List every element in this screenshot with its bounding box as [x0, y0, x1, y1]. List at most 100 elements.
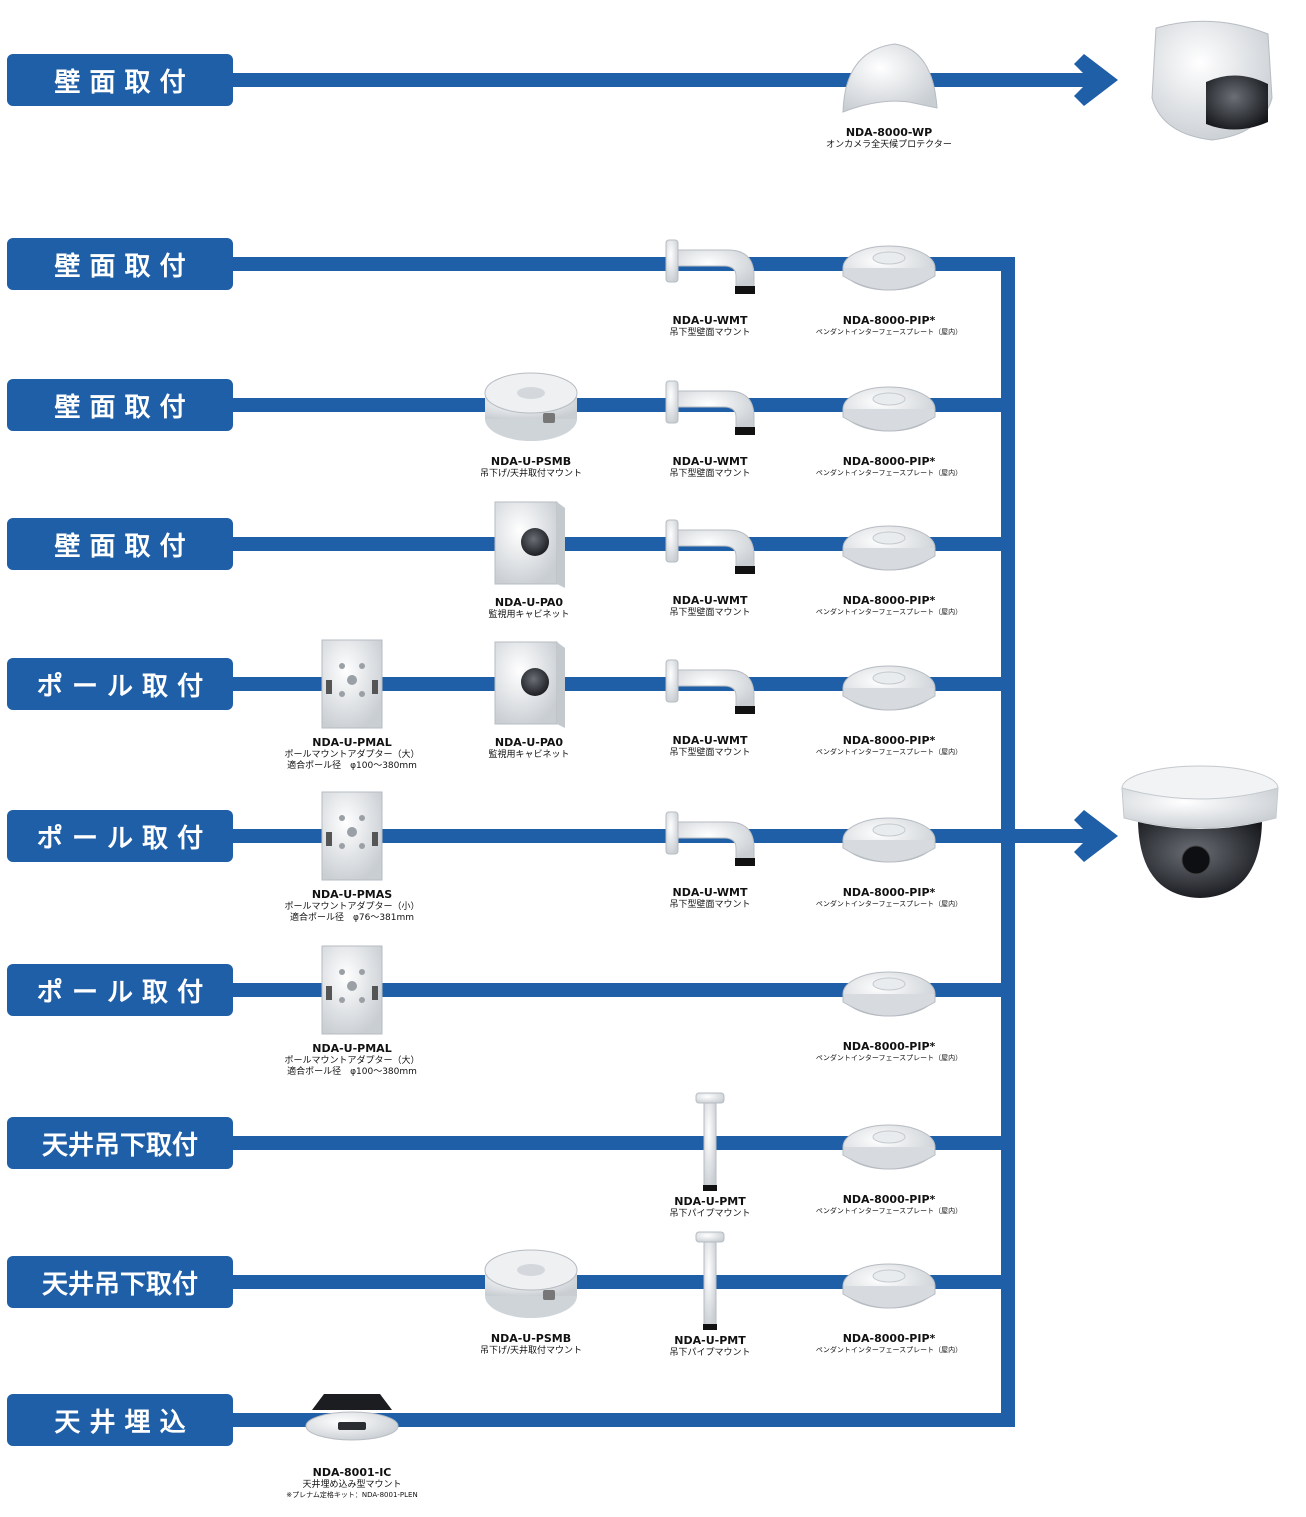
pmal-image [321, 945, 383, 1035]
connector-line [230, 1136, 1015, 1150]
product-note: 適合ポール径 φ100～380mm [287, 1067, 417, 1077]
product-model: NDA-8000-PIP* [842, 886, 936, 899]
product-description: ポールマウントアダプター（小） [284, 901, 420, 912]
mount-type-label: ポ ー ル 取 付 [7, 658, 233, 710]
product-description: ペンダントインターフェースプレート（屋内） [815, 1345, 963, 1354]
pa0-image [494, 641, 565, 728]
pip-image [842, 665, 936, 711]
pip-image [842, 386, 936, 432]
wp-image [842, 43, 938, 113]
connector-line [230, 257, 1015, 271]
mount-type-label: 天井吊下取付 [7, 1117, 233, 1169]
product-description: ペンダントインターフェースプレート（屋内） [815, 607, 963, 616]
mount-type-label: 壁 面 取 付 [7, 518, 233, 570]
psmb-image [484, 1249, 578, 1318]
arrow-head [1074, 54, 1118, 106]
mount-type-label: 天 井 埋 込 [7, 1394, 233, 1446]
product-model: NDA-U-PA0 [494, 596, 564, 609]
mount-type-label: 壁 面 取 付 [7, 379, 233, 431]
product-model: NDA-8000-PIP* [842, 1040, 936, 1053]
connector-line [230, 829, 1015, 843]
product-caption: NDA-8000-PIP*ペンダントインターフェースプレート（屋内） [799, 886, 979, 909]
ic-image [305, 1394, 399, 1441]
product-caption: NDA-8000-PIP*ペンダントインターフェースプレート（屋内） [799, 1040, 979, 1063]
product-model: NDA-U-PMAL [312, 736, 392, 749]
connector-line [230, 677, 1015, 691]
product-model: NDA-8000-PIP* [842, 314, 936, 327]
connector-line [230, 73, 1090, 87]
product-description: 吊下型壁面マウント [669, 899, 751, 910]
pmal-image [321, 639, 383, 729]
product-description: オンカメラ全天候プロテクター [826, 139, 952, 150]
product-caption: NDA-8000-PIP*ペンダントインターフェースプレート（屋内） [799, 594, 979, 617]
product-description: ペンダントインターフェースプレート（屋内） [815, 747, 963, 756]
product-model: NDA-8000-WP [845, 126, 933, 139]
pip-image [842, 1263, 936, 1309]
product-description: ポールマウントアダプター（大） [284, 1055, 420, 1066]
product-note: ※プレナム定格キット：NDA-8001-PLEN [286, 1491, 418, 1499]
product-model: NDA-U-WMT [672, 455, 748, 468]
product-model: NDA-8000-PIP* [842, 455, 936, 468]
product-description: 吊下型壁面マウント [669, 607, 751, 618]
connector-line [230, 1413, 1015, 1427]
product-description: 天井埋め込み型マウント [302, 1479, 402, 1490]
product-description: ペンダントインターフェースプレート（屋内） [815, 468, 963, 477]
product-model: NDA-U-PSMB [490, 1332, 572, 1345]
pip-image [842, 1124, 936, 1170]
mount-type-label: 壁 面 取 付 [7, 54, 233, 106]
wmt-image [665, 239, 755, 294]
product-description: 監視用キャビネット [488, 609, 570, 620]
product-model: NDA-8000-PIP* [842, 594, 936, 607]
product-model: NDA-U-WMT [672, 886, 748, 899]
pip-image [842, 525, 936, 571]
outdoor-camera-image [1151, 20, 1273, 141]
product-note: 適合ポール径 φ76～381mm [289, 913, 415, 923]
pa0-image [494, 501, 565, 588]
product-caption: NDA-8000-PIP*ペンダントインターフェースプレート（屋内） [799, 734, 979, 757]
connector-line [230, 1275, 1015, 1289]
product-model: NDA-U-WMT [672, 594, 748, 607]
product-description: ポールマウントアダプター（大） [284, 749, 420, 760]
product-model: NDA-U-PMT [674, 1334, 746, 1347]
product-description: 監視用キャビネット [488, 749, 570, 760]
wmt-image [665, 519, 755, 574]
dome-camera-image [1121, 765, 1279, 898]
wmt-image [665, 811, 755, 866]
product-model: NDA-U-WMT [672, 314, 748, 327]
pmt-image [695, 1231, 725, 1330]
connector-line [230, 398, 1015, 412]
product-description: 吊下型壁面マウント [669, 327, 751, 338]
pip-image [842, 245, 936, 291]
product-model: NDA-8000-PIP* [842, 734, 936, 747]
product-model: NDA-8000-PIP* [842, 1193, 936, 1206]
product-model: NDA-U-PMAL [312, 1042, 392, 1055]
product-model: NDA-U-PSMB [490, 455, 572, 468]
product-model: NDA-8001-IC [312, 1466, 392, 1479]
mount-type-label: 壁 面 取 付 [7, 238, 233, 290]
branch-line [1008, 829, 1093, 843]
product-caption: NDA-8000-PIP*ペンダントインターフェースプレート（屋内） [799, 1193, 979, 1216]
product-model: NDA-8000-PIP* [842, 1332, 936, 1345]
product-description: ペンダントインターフェースプレート（屋内） [815, 1206, 963, 1215]
product-description: 吊下げ/天井取付マウント [479, 468, 583, 479]
psmb-image [484, 372, 578, 441]
product-model: NDA-U-PMAS [311, 888, 393, 901]
pip-image [842, 817, 936, 863]
product-description: ペンダントインターフェースプレート（屋内） [815, 899, 963, 908]
product-model: NDA-U-PMT [674, 1195, 746, 1208]
mount-type-label: ポ ー ル 取 付 [7, 810, 233, 862]
connector-line [230, 983, 1015, 997]
